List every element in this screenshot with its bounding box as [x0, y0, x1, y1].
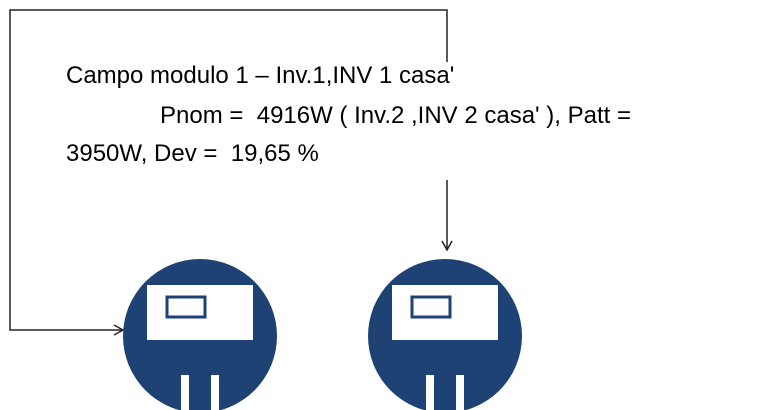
inverter-icon: [123, 259, 277, 410]
annotation-line-3: 3950W, Dev = 19,65 %: [66, 140, 319, 167]
connector-loop-to-inverter-1: [9, 9, 448, 336]
inverter-icon: [368, 259, 522, 410]
annotation-line-2: Pnom = 4916W ( Inv.2 ,INV 2 casa' ), Pat…: [160, 102, 632, 129]
annotation-line-1: Campo modulo 1 – Inv.1,INV 1 casa': [66, 62, 455, 89]
